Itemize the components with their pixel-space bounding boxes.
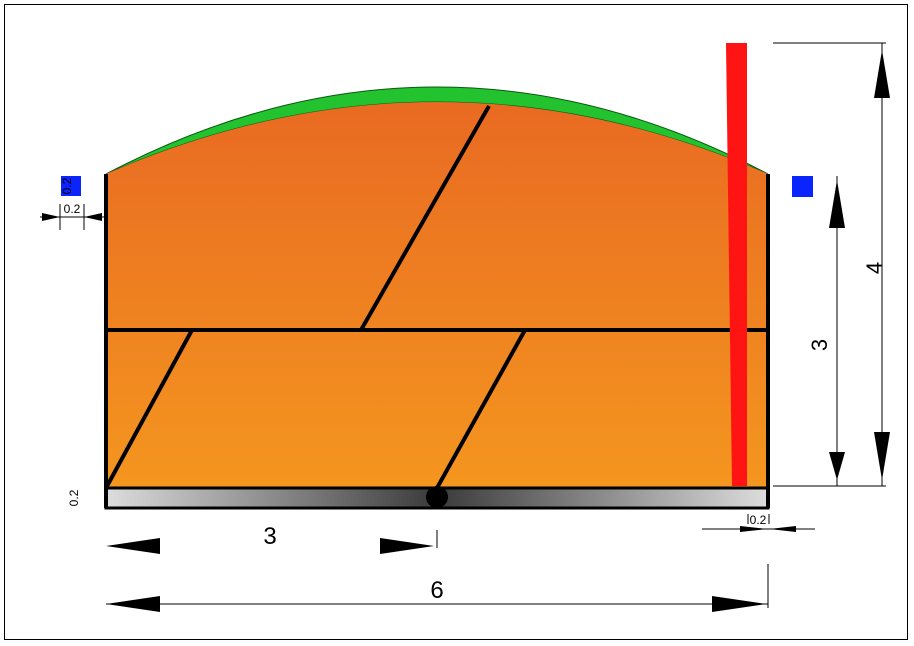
dim-total-height: 4: [862, 262, 887, 274]
dim-left-offset: 0.2: [64, 202, 81, 216]
dot-icon: [426, 486, 448, 508]
arrow-icon: [84, 213, 102, 221]
arrow-icon: [42, 213, 60, 221]
dim-left-top: 0.2: [60, 177, 74, 194]
diagonal-line: [359, 105, 491, 331]
arrow-icon: [712, 596, 766, 612]
arrow-icon: [106, 538, 160, 554]
dim-wall-thickness: 0.2: [750, 513, 767, 527]
arrow-icon: [829, 180, 845, 228]
dim-wall-height: 3: [807, 339, 832, 351]
arrow-icon: [740, 526, 767, 532]
dim-half-width: 3: [263, 523, 276, 550]
square-marker-icon: [792, 176, 813, 197]
arrow-icon: [874, 50, 890, 98]
arrow-icon: [874, 432, 890, 480]
dim-base-thickness: 0.2: [67, 489, 81, 506]
arrow-icon: [106, 596, 160, 612]
dim-total-width: 6: [430, 577, 443, 604]
arrow-icon: [380, 538, 434, 554]
diagonal-line: [104, 329, 194, 489]
diagonal-line: [435, 329, 527, 489]
gas-pipe: [726, 43, 747, 486]
tank-body: [106, 102, 768, 488]
arrow-icon: [769, 526, 796, 532]
square-marker-icon: [61, 176, 81, 196]
arrow-icon: [829, 452, 845, 480]
